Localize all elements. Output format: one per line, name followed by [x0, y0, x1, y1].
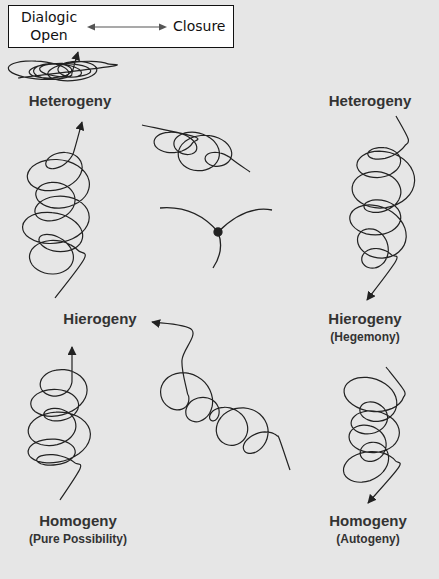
swirl-arm [160, 208, 218, 232]
spiral-scribble [343, 367, 405, 503]
scale-box: Dialogic Open Closure [8, 5, 234, 48]
spiral-scribble [28, 347, 90, 500]
stage-label: Hierogeny [63, 310, 136, 327]
swirl-arm [218, 209, 272, 232]
stage-label: Hierogeny [328, 310, 401, 327]
double-arrow [85, 20, 169, 34]
scale-end-label: Dialogic Open [17, 9, 81, 44]
stage-label: Heterogeny [29, 92, 112, 109]
stage-label: Homogeny [39, 512, 117, 529]
stage-subtitle: (Autogeny) [336, 532, 399, 546]
center-dot [214, 228, 222, 236]
swirl-arm [213, 232, 221, 268]
stage-label: Heterogeny [329, 92, 412, 109]
spiral-scribble [8, 52, 117, 81]
stage-subtitle: (Hegemony) [330, 330, 399, 344]
spiral-scribble [152, 322, 290, 470]
stage-label: Homogeny [329, 512, 407, 529]
spiral-scribble [142, 125, 250, 172]
spiral-scribble [23, 122, 90, 298]
stage-subtitle: (Pure Possibility) [29, 532, 127, 546]
spiral-scribble [350, 116, 415, 300]
center-swirl [160, 208, 272, 268]
scale-end-label: Closure [173, 18, 225, 36]
